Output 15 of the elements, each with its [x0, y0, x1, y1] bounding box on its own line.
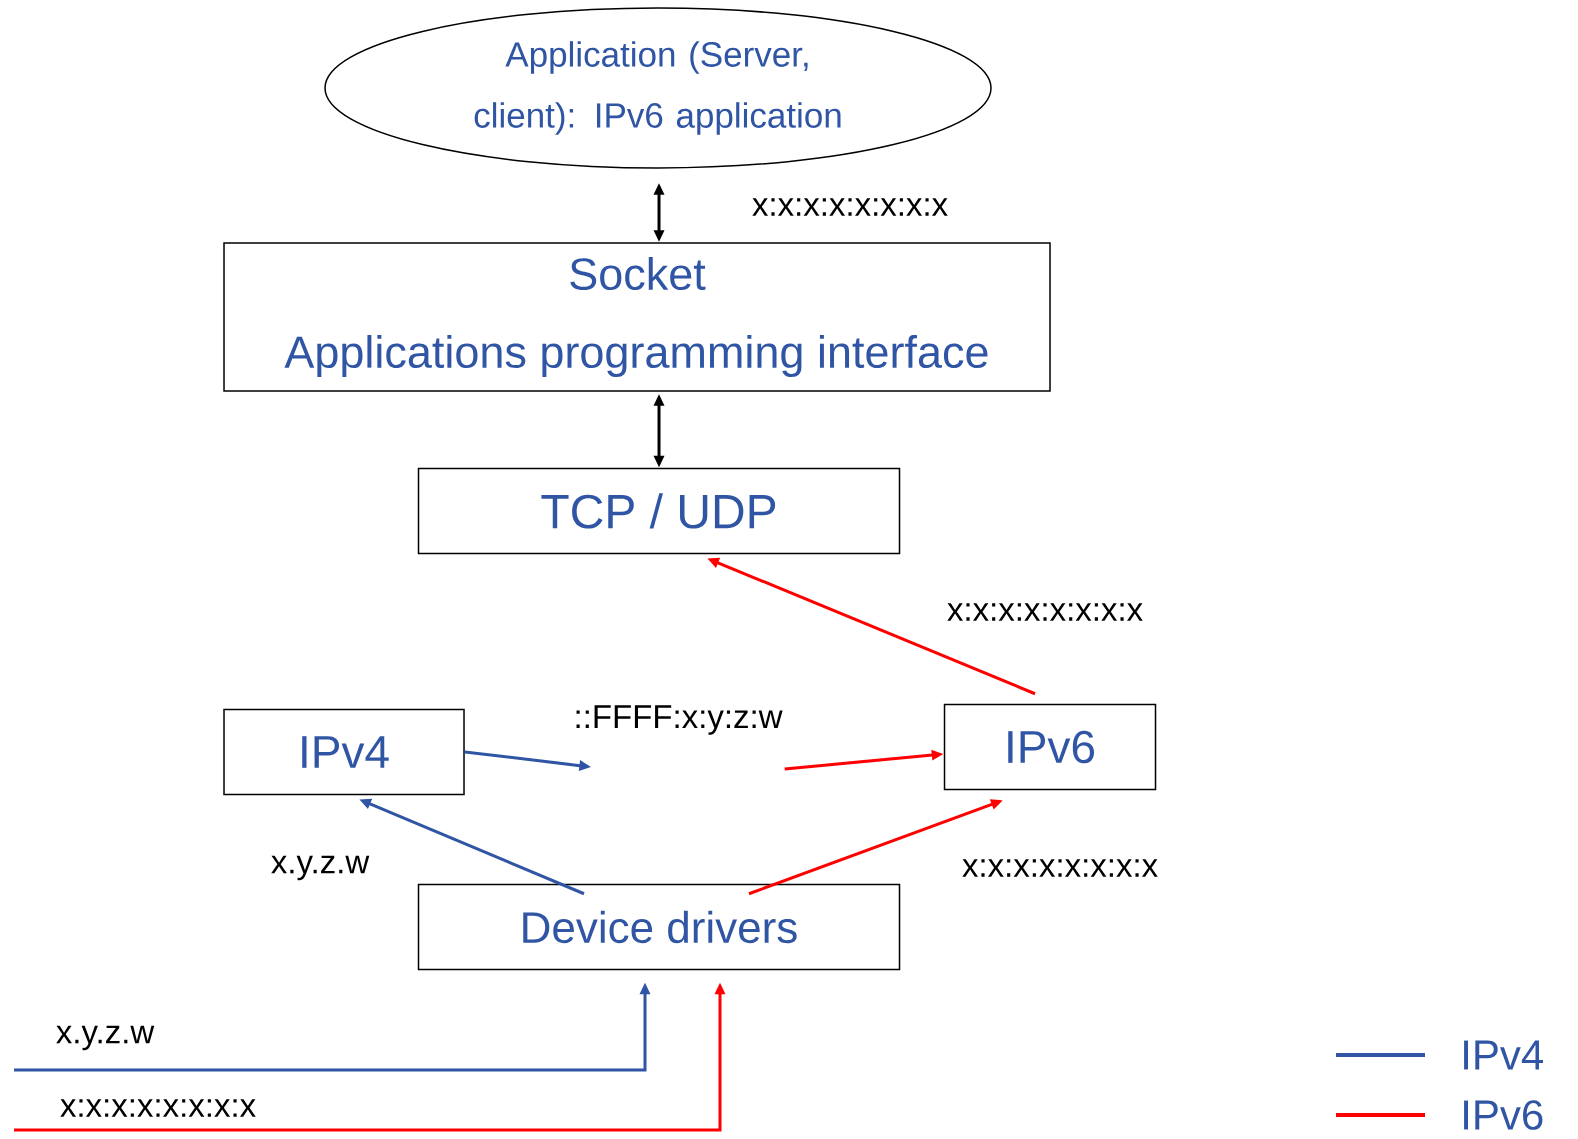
- ellipse-node: Application (Server, client): IPv6 application: [324, 7, 992, 169]
- process-box: TCP / UDP: [417, 467, 901, 555]
- edge-label: x:x:x:x:x:x:x:x: [752, 198, 948, 216]
- legend-text: IPv6: [1464, 1100, 1543, 1130]
- edge-label: x:x:x:x:x:x:x:x: [60, 1099, 256, 1117]
- process-box: Device drivers: [417, 883, 901, 971]
- process-box: IPv6: [943, 703, 1157, 791]
- address-text: ::FFFF:x:y:z:w: [576, 705, 783, 735]
- edge-label: x.y.z.w: [56, 1025, 155, 1051]
- legend-text: IPv4: [1464, 1040, 1544, 1070]
- process-box: Socket Applications programming interface: [223, 242, 1051, 392]
- edge-label: x.y.z.w: [271, 855, 370, 881]
- edge-label: x:x:x:x:x:x:x:x: [947, 603, 1143, 621]
- process-box: IPv4: [223, 708, 465, 796]
- edge-label: x:x:x:x:x:x:x:x: [962, 859, 1158, 877]
